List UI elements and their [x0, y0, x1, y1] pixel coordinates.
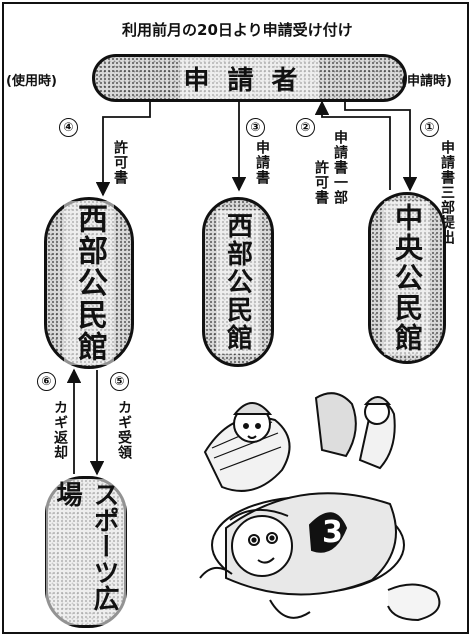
step-number-4: ④	[59, 118, 78, 137]
step-6-text: カギ返却	[52, 400, 68, 460]
outer-frame	[2, 2, 469, 634]
arrow-step-1	[344, 102, 418, 192]
west-community-center-label: 西部公民館	[64, 201, 114, 365]
step-2-text-line1: 申請書一部	[332, 130, 348, 205]
step-4-text: 許可書	[112, 140, 128, 185]
west-community-center-2-label: 西部公民館	[216, 210, 260, 354]
arrow-step-4	[95, 102, 151, 197]
svg-text:3: 3	[322, 515, 343, 550]
step-2-text-line2: 許可書	[313, 160, 329, 205]
usage-time-label: (使用時)	[6, 74, 57, 89]
west-community-center: 西部公民館	[44, 197, 134, 369]
application-period-note: 利用前月の20日より申請受け付け	[122, 21, 353, 39]
step-number-2: ②	[296, 118, 315, 137]
central-community-center: 中央公民館	[368, 192, 446, 364]
step-number-3: ③	[246, 118, 265, 137]
step-5-text: カギ受領	[116, 400, 132, 460]
step-number-5: ⑤	[110, 372, 129, 391]
baseball-players-illustration: 3	[199, 392, 441, 622]
sports-field: スポーツ広場	[45, 476, 127, 628]
step-number-1: ①	[420, 118, 439, 137]
sports-field-label: スポーツ広場	[46, 479, 126, 625]
arrow-step-2	[314, 100, 391, 190]
applicant-label: 申請者	[180, 57, 319, 99]
applicant-box: 申請者	[92, 54, 407, 102]
step-number-6: ⑥	[37, 372, 56, 391]
west-community-center-2: 西部公民館	[202, 197, 274, 367]
central-community-center-label: 中央公民館	[384, 201, 430, 355]
step-3-text: 申請書	[254, 140, 270, 185]
application-time-label: (申請時)	[401, 74, 452, 89]
